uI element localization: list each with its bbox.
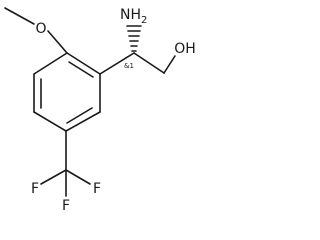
ring-double-bond-1 — [68, 61, 94, 78]
amine-subscript: 2 — [141, 15, 147, 26]
atom-hydroxyl: OH — [174, 41, 196, 57]
bond-methyl-o — [4, 7, 35, 25]
atom-methoxy-oxygen: O — [35, 21, 46, 37]
stereo-descriptor: &1 — [124, 62, 134, 70]
ring-double-bond-2 — [66, 107, 93, 124]
atom-amine: NH2 — [120, 7, 147, 26]
bond-o-ring — [47, 30, 68, 54]
bond-c-f-left — [40, 169, 67, 185]
bond-ring-stereocenter — [99, 52, 135, 75]
molecule-structure: O NH2 &1 OH F F F — [4, 7, 196, 214]
atom-fluorine-bottom: F — [62, 198, 70, 214]
amine-label: NH — [120, 7, 141, 23]
bond-c-f-right — [65, 169, 91, 185]
ring-bond-3 — [65, 111, 101, 132]
hashed-wedge-bond — [126, 25, 142, 52]
bond-ch2-oh — [163, 55, 176, 74]
ring-bond-4 — [33, 111, 67, 132]
atom-fluorine-left: F — [31, 181, 39, 197]
ring-bond-1 — [66, 52, 101, 75]
ring-bond-6 — [33, 52, 68, 75]
atom-fluorine-right: F — [93, 181, 101, 197]
bond-stereocenter-ch2 — [133, 52, 165, 74]
